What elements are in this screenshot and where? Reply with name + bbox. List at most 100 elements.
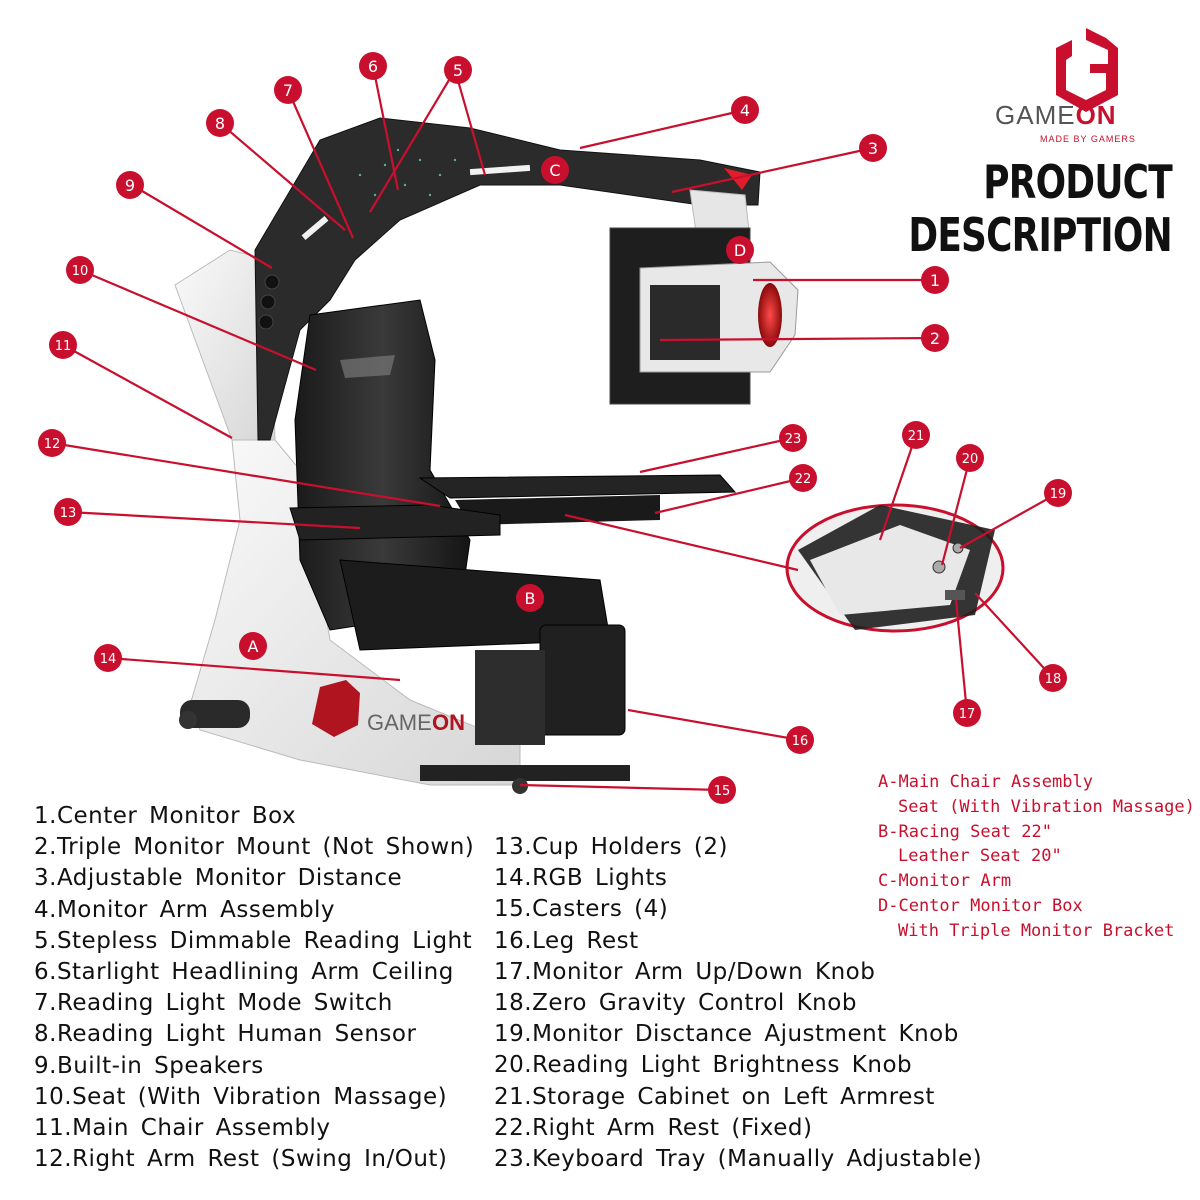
callout-8: 8 (206, 109, 234, 137)
svg-text:19: 19 (1050, 487, 1067, 502)
list-item: 3.Adjustable Monitor Distance (34, 865, 403, 892)
zoom-detail (785, 503, 1005, 633)
callout-markers: 4 3 5 6 7 8 9 10 11 12 13 14 15 16 1 2 2… (38, 52, 1072, 804)
svg-text:22: 22 (795, 472, 812, 487)
svg-text:8: 8 (215, 114, 225, 133)
legend-item: B-Racing Seat 22" (878, 821, 1052, 842)
svg-text:A: A (248, 637, 259, 656)
legend-item: Seat (With Vibration Massage) (898, 796, 1195, 817)
heading-line2: DESCRIPTION (908, 208, 1172, 262)
list-item: 14.RGB Lights (494, 865, 668, 892)
list-item: 8.Reading Light Human Sensor (34, 1021, 417, 1048)
callout-9: 9 (116, 171, 144, 199)
svg-text:1: 1 (930, 271, 940, 290)
callout-15: 15 (708, 776, 736, 804)
callout-1: 1 (921, 266, 949, 294)
feature-list-right: 13.Cup Holders (2) 14.RGB Lights 15.Cast… (494, 832, 982, 1175)
svg-text:B: B (525, 589, 536, 608)
leader-lines (51, 65, 1059, 792)
racing-seat (294, 299, 626, 745)
feature-list-left: 1.Center Monitor Box 2.Triple Monitor Mo… (34, 801, 474, 1175)
legend-item: D-Centor Monitor Box (878, 895, 1083, 916)
list-item: 21.Storage Cabinet on Left Armrest (494, 1083, 935, 1110)
callout-17: 17 (953, 699, 981, 727)
callout-13: 13 (54, 498, 82, 526)
list-item: 7.Reading Light Mode Switch (34, 990, 393, 1017)
assembly-legend: A-Main Chair Assembly Seat (With Vibrati… (878, 770, 1195, 944)
callout-16: 16 (786, 726, 814, 754)
svg-text:11: 11 (55, 339, 72, 354)
list-item: 6.Starlight Headlining Arm Ceiling (34, 958, 454, 985)
svg-text:14: 14 (100, 652, 117, 667)
callout-11: 11 (49, 331, 77, 359)
svg-text:ON: ON (432, 710, 465, 735)
legend-item: With Triple Monitor Bracket (898, 920, 1175, 941)
callout-7: 7 (274, 76, 302, 104)
svg-text:15: 15 (714, 784, 731, 799)
svg-text:5: 5 (453, 61, 463, 80)
callout-5: 5 (444, 56, 472, 84)
callout-18: 18 (1039, 664, 1067, 692)
svg-text:9: 9 (125, 176, 135, 195)
svg-text:10: 10 (72, 264, 89, 279)
callout-20: 20 (956, 444, 984, 472)
list-item: 5.Stepless Dimmable Reading Light (34, 927, 473, 954)
list-item: 9.Built-in Speakers (34, 1052, 264, 1079)
callout-14: 14 (94, 644, 122, 672)
svg-text:20: 20 (962, 452, 979, 467)
svg-text:13: 13 (60, 506, 77, 521)
svg-text:4: 4 (740, 101, 750, 120)
svg-text:12: 12 (44, 437, 61, 452)
list-item: 4.Monitor Arm Assembly (34, 896, 336, 923)
center-monitor-box (609, 227, 799, 405)
svg-text:3: 3 (868, 139, 878, 158)
legend-item: Leather Seat 20" (898, 846, 1062, 867)
callout-6: 6 (359, 52, 387, 80)
list-item: 16.Leg Rest (494, 927, 639, 954)
callout-D: D (726, 236, 754, 264)
callout-23: 23 (779, 424, 807, 452)
callout-4: 4 (731, 96, 759, 124)
callout-22: 22 (789, 464, 817, 492)
callout-12: 12 (38, 429, 66, 457)
brand-name-part1: GAME (995, 100, 1076, 130)
list-item: 19.Monitor Disctance Ajustment Knob (494, 1021, 959, 1048)
list-item: 18.Zero Gravity Control Knob (494, 989, 857, 1016)
legend-item: A-Main Chair Assembly (878, 772, 1093, 792)
svg-text:16: 16 (792, 734, 809, 749)
svg-text:23: 23 (785, 432, 802, 447)
armrests-and-tray (289, 474, 737, 541)
svg-text:GAME: GAME (367, 710, 432, 735)
brand-name-part2: ON (1075, 100, 1117, 130)
gameon-logo-icon (1056, 28, 1118, 112)
list-item: 15.Casters (4) (494, 896, 669, 923)
main-chair-body (174, 249, 630, 794)
list-item: 1.Center Monitor Box (34, 803, 297, 829)
svg-text:C: C (549, 161, 560, 180)
callout-10: 10 (66, 256, 94, 284)
svg-text:18: 18 (1045, 672, 1062, 687)
svg-text:21: 21 (908, 429, 925, 444)
svg-text:2: 2 (930, 329, 940, 348)
brand-name: GAMEON (995, 100, 1117, 131)
base-logo: GAME ON (312, 680, 465, 737)
legend-item: C-Monitor Arm (878, 871, 1012, 892)
list-item: 23.Keyboard Tray (Manually Adjustable) (494, 1145, 983, 1172)
svg-text:7: 7 (283, 81, 293, 100)
brand-tagline: MADE BY GAMERS (1040, 134, 1136, 144)
svg-text:17: 17 (959, 707, 976, 722)
svg-text:D: D (734, 241, 746, 260)
heading-line1: PRODUCT (983, 155, 1172, 209)
callout-B: B (516, 584, 544, 612)
list-item: 20.Reading Light Brightness Knob (494, 1052, 913, 1079)
list-item: 12.Right Arm Rest (Swing In/Out) (34, 1146, 448, 1173)
callout-2: 2 (921, 324, 949, 352)
callout-3: 3 (859, 134, 887, 162)
list-item: 13.Cup Holders (2) (494, 834, 728, 860)
list-item: 11.Main Chair Assembly (34, 1114, 331, 1141)
callout-C: C (541, 156, 569, 184)
list-item: 17.Monitor Arm Up/Down Knob (494, 958, 876, 985)
list-item: 10.Seat (With Vibration Massage) (34, 1083, 448, 1110)
callout-21: 21 (902, 421, 930, 449)
